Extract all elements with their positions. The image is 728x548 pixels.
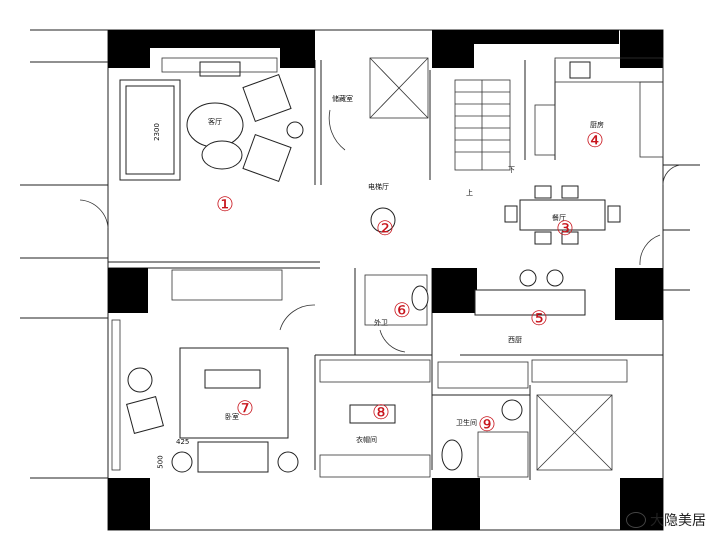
dining-table [504,185,621,245]
wechat-icon [626,512,646,528]
room-number-9: ⑨ [478,412,496,436]
room-number-8: ⑧ [372,400,390,424]
elevator-hall-label: 电梯厅 [368,183,389,191]
watermark-text: 大隐美居 [650,513,706,529]
west-kitchen-label: 西厨 [508,336,522,344]
bathroom-label: 卫生间 [456,419,477,427]
structural-columns [108,30,663,530]
stair-up-label: 上 [466,189,473,197]
west-kitchen-island [474,269,628,383]
kitchen-fixtures [534,57,664,158]
door-swings [79,164,681,331]
guest-bath-fixtures [364,274,429,353]
room-number-6: ⑥ [393,298,411,322]
room-number-3: ③ [556,216,574,240]
room-number-5: ⑤ [530,306,548,330]
staircase [454,79,511,171]
sofa-dimension: 2300 [152,123,161,141]
bedroom-furniture [111,269,299,473]
kitchen-label: 厨房 [590,121,604,129]
closet-fixtures [319,359,431,478]
bed-dimension-425: 425 [176,438,190,446]
wall-outlines [20,29,700,531]
closet-label: 衣帽间 [356,436,377,444]
watermark: 大隐美居 [626,510,706,530]
room-number-1: ① [216,192,234,216]
room-number-2: ② [376,216,394,240]
dining-room-label: 餐厅 [552,214,566,222]
bed-dimension-500: 500 [156,455,165,469]
room-number-4: ④ [586,128,604,152]
storage-label: 储藏室 [332,95,353,103]
bathroom-fixtures [437,361,613,478]
bedroom-label: 卧室 [225,413,239,421]
living-furniture [119,57,304,183]
living-room-label: 客厅 [208,118,222,126]
room-number-7: ⑦ [236,396,254,420]
stair-down-label: 下 [508,166,515,174]
elevator-hall-fixtures [328,57,429,233]
guest-bath-label: 外卫 [374,319,388,327]
